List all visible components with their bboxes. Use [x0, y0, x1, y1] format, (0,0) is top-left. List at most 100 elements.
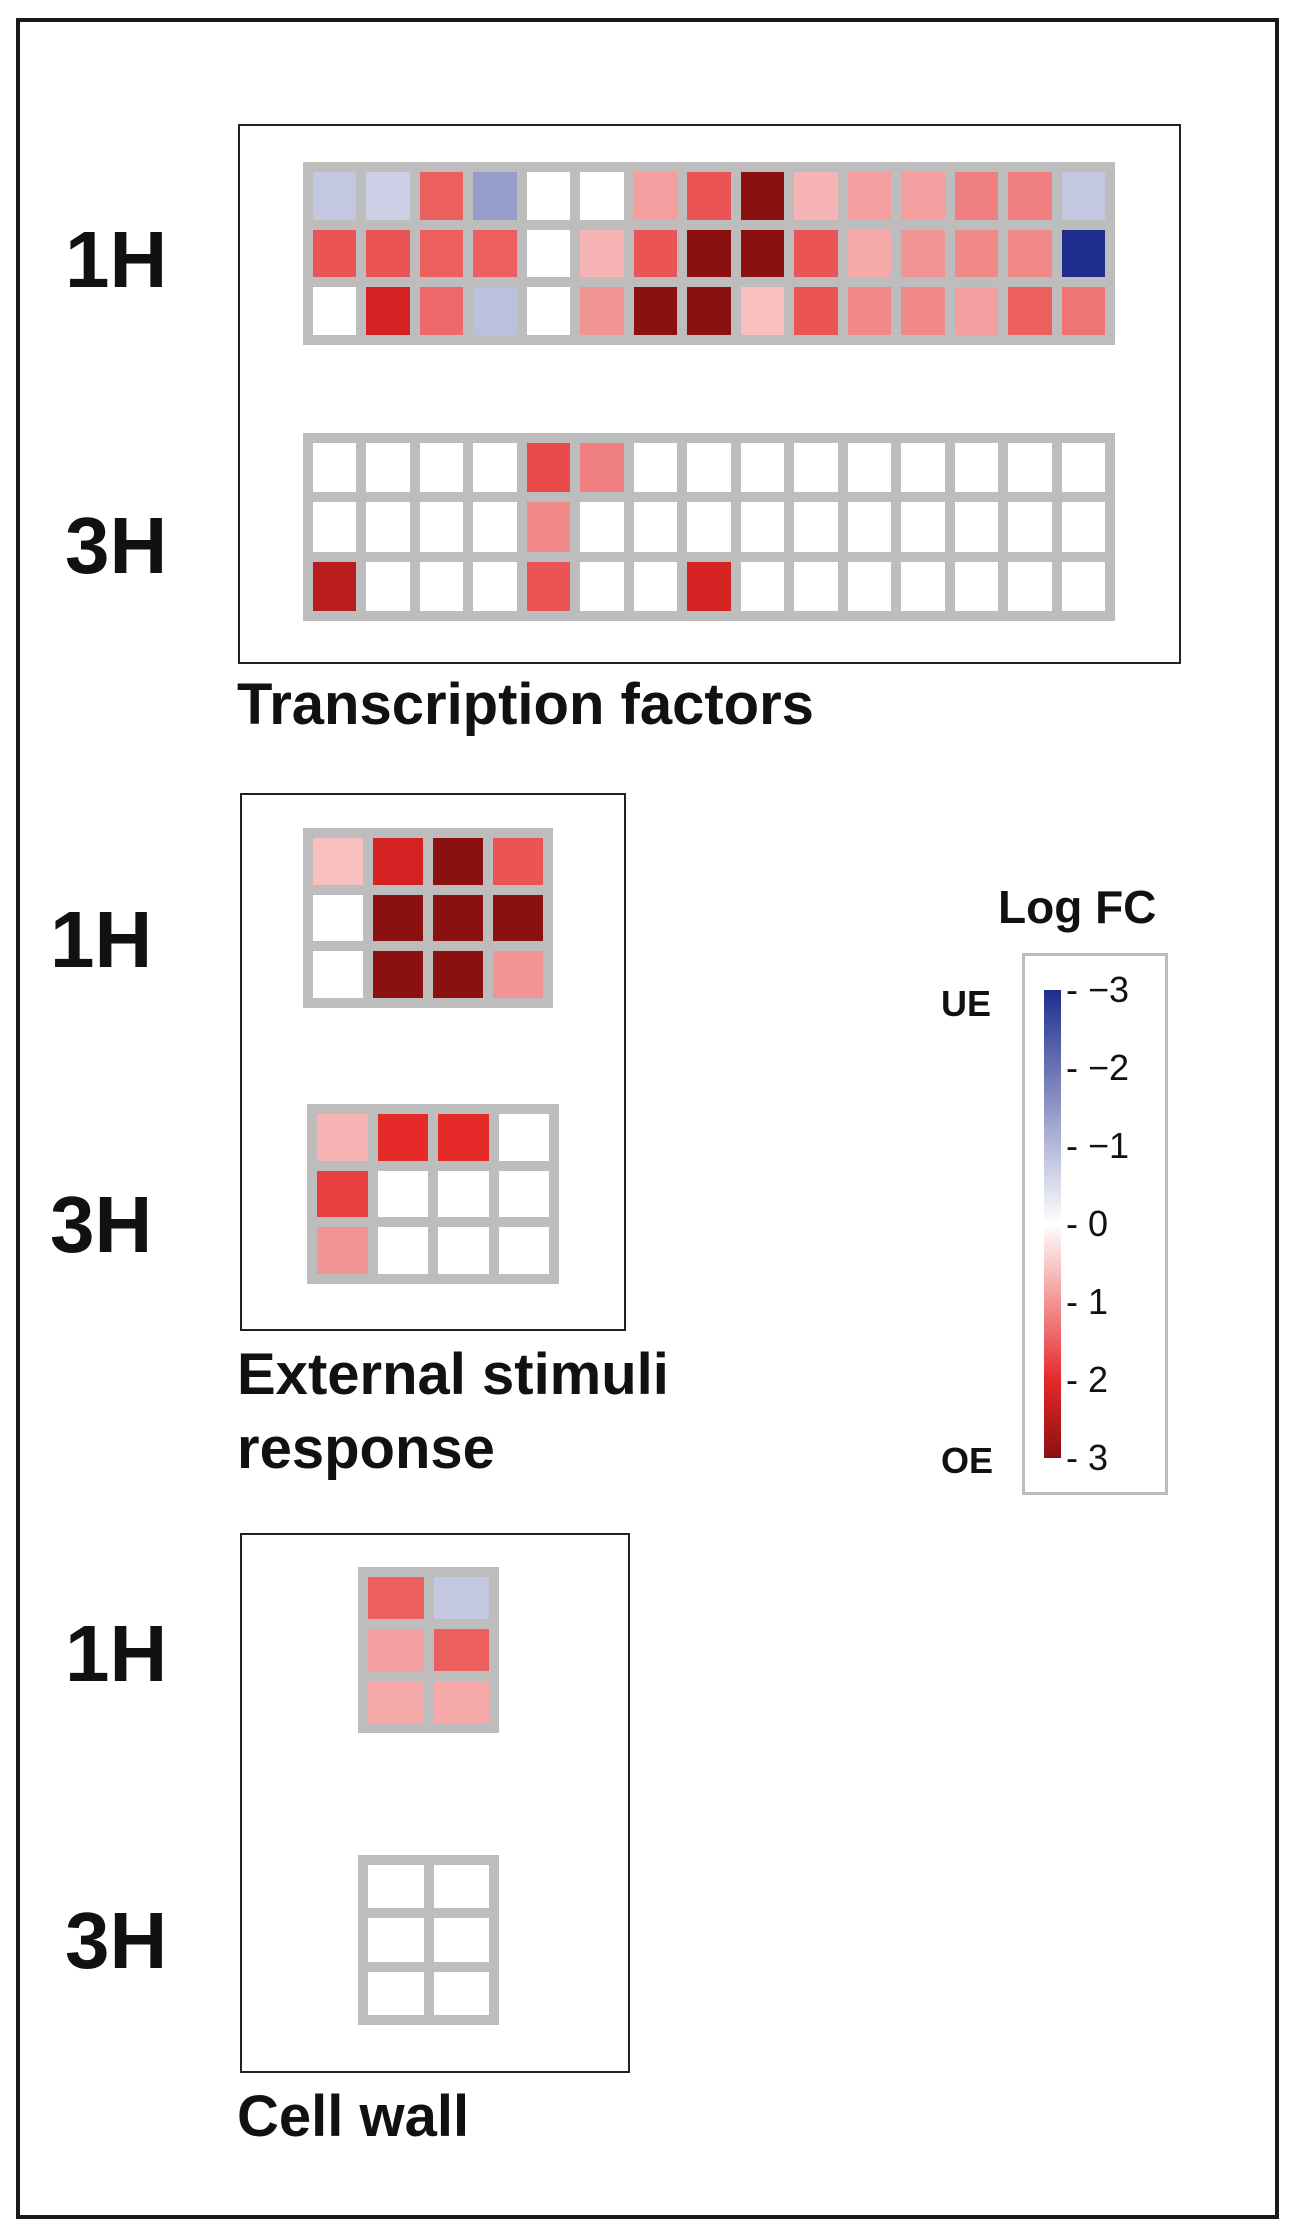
- heatmap-cell: [473, 443, 517, 493]
- heatmap-cell: [1061, 443, 1105, 493]
- heatmap-cell: [433, 1865, 489, 1909]
- heatmap-cell: [794, 502, 838, 552]
- heatmap-cell: [433, 838, 483, 885]
- heatmap-cell: [847, 229, 892, 278]
- heatmap-cell: [498, 1114, 549, 1161]
- heatmap-cell: [847, 172, 892, 220]
- heatmap-cell: [368, 1577, 424, 1619]
- heatmap-cell: [368, 1681, 424, 1723]
- heatmap-cell: [433, 951, 483, 998]
- heatmap-cell: [1008, 287, 1052, 335]
- heatmap-cell: [317, 1170, 368, 1218]
- heatmap-cell: [794, 172, 838, 220]
- legend-tick-label: - 1: [1066, 1281, 1109, 1322]
- tf-3h-heatmap: [303, 433, 1115, 621]
- heatmap-cell: [794, 287, 838, 335]
- heatmap-cell: [313, 894, 363, 942]
- esr-1h-heatmap: [303, 828, 553, 1008]
- heatmap-cell: [438, 1114, 489, 1161]
- heatmap-cell: [687, 229, 731, 278]
- heatmap-cell: [954, 229, 999, 278]
- heatmap-cell: [740, 287, 785, 335]
- heatmap-cell: [580, 561, 624, 611]
- heatmap-cell: [901, 502, 945, 552]
- heatmap-cell: [954, 287, 999, 335]
- heatmap-cell: [433, 1577, 489, 1619]
- heatmap-cell: [438, 1227, 489, 1274]
- heatmap-cell: [633, 172, 678, 220]
- heatmap-cell: [687, 561, 731, 611]
- heatmap-cell: [794, 443, 838, 493]
- legend-tick-label: - 2: [1066, 1359, 1109, 1400]
- heatmap-cell: [433, 1918, 489, 1962]
- heatmap-cell: [740, 443, 785, 493]
- heatmap-cell: [366, 443, 410, 493]
- external-stimuli-label-line1: External stimuli: [237, 1342, 669, 1407]
- heatmap-cell: [373, 951, 423, 998]
- legend-ue-label: UE: [941, 983, 992, 1024]
- cell-wall-label: Cell wall: [237, 2084, 470, 2149]
- heatmap-cell: [313, 502, 357, 552]
- heatmap-cell: [633, 502, 678, 552]
- heatmap-cell: [317, 1227, 368, 1274]
- cw-1h-heatmap: [358, 1567, 499, 1733]
- esr-3h-heatmap: [307, 1104, 559, 1284]
- esr-1h-label: 1H: [50, 895, 153, 984]
- heatmap-cell: [366, 172, 410, 220]
- heatmap-cell: [901, 287, 945, 335]
- tf-1h-heatmap: [303, 162, 1115, 345]
- heatmap-cell: [377, 1170, 428, 1218]
- heatmap-cell: [740, 502, 785, 552]
- heatmap-cell: [368, 1865, 424, 1909]
- heatmap-cell: [526, 561, 571, 611]
- heatmap-cell: [317, 1114, 368, 1161]
- heatmap-cell: [433, 1681, 489, 1723]
- heatmap-cell: [633, 229, 678, 278]
- legend-tick-label: - −2: [1066, 1047, 1130, 1088]
- heatmap-cell: [954, 172, 999, 220]
- heatmap-cell: [687, 287, 731, 335]
- heatmap-cell: [687, 502, 731, 552]
- legend-tick-label: - −3: [1066, 969, 1130, 1010]
- heatmap-cell: [1061, 502, 1105, 552]
- heatmap-cell: [740, 561, 785, 611]
- heatmap-cell: [1008, 172, 1052, 220]
- external-stimuli-label: External stimuli response: [237, 1338, 669, 1486]
- external-stimuli-group-box: [240, 793, 626, 1331]
- heatmap-cell: [366, 561, 410, 611]
- heatmap-cell: [580, 287, 624, 335]
- heatmap-cell: [368, 1918, 424, 1962]
- heatmap-cell: [847, 502, 892, 552]
- heatmap-cell: [373, 894, 423, 942]
- heatmap-cell: [633, 443, 678, 493]
- heatmap-cell: [901, 229, 945, 278]
- heatmap-cell: [498, 1227, 549, 1274]
- transcription-factors-label: Transcription factors: [237, 672, 814, 737]
- heatmap-cell: [526, 229, 571, 278]
- heatmap-cell: [368, 1971, 424, 2015]
- legend-title: Log FC: [998, 881, 1157, 933]
- cell-wall-group-box: [240, 1533, 630, 2073]
- heatmap-cell: [1061, 172, 1105, 220]
- heatmap-cell: [1061, 229, 1105, 278]
- heatmap-cell: [433, 894, 483, 942]
- transcription-factors-group-box: [238, 124, 1181, 664]
- heatmap-cell: [1008, 502, 1052, 552]
- cw-3h-heatmap: [358, 1855, 499, 2025]
- heatmap-cell: [368, 1629, 424, 1671]
- heatmap-cell: [313, 229, 357, 278]
- legend-tick-label: - 0: [1066, 1203, 1109, 1244]
- heatmap-cell: [313, 951, 363, 998]
- heatmap-cell: [847, 561, 892, 611]
- cw-3h-label: 3H: [65, 1896, 168, 1985]
- heatmap-cell: [954, 502, 999, 552]
- heatmap-cell: [313, 287, 357, 335]
- heatmap-cell: [313, 443, 357, 493]
- heatmap-cell: [526, 172, 571, 220]
- heatmap-cell: [687, 443, 731, 493]
- heatmap-cell: [366, 502, 410, 552]
- heatmap-cell: [377, 1227, 428, 1274]
- heatmap-cell: [901, 443, 945, 493]
- heatmap-cell: [1061, 287, 1105, 335]
- heatmap-cell: [419, 172, 464, 220]
